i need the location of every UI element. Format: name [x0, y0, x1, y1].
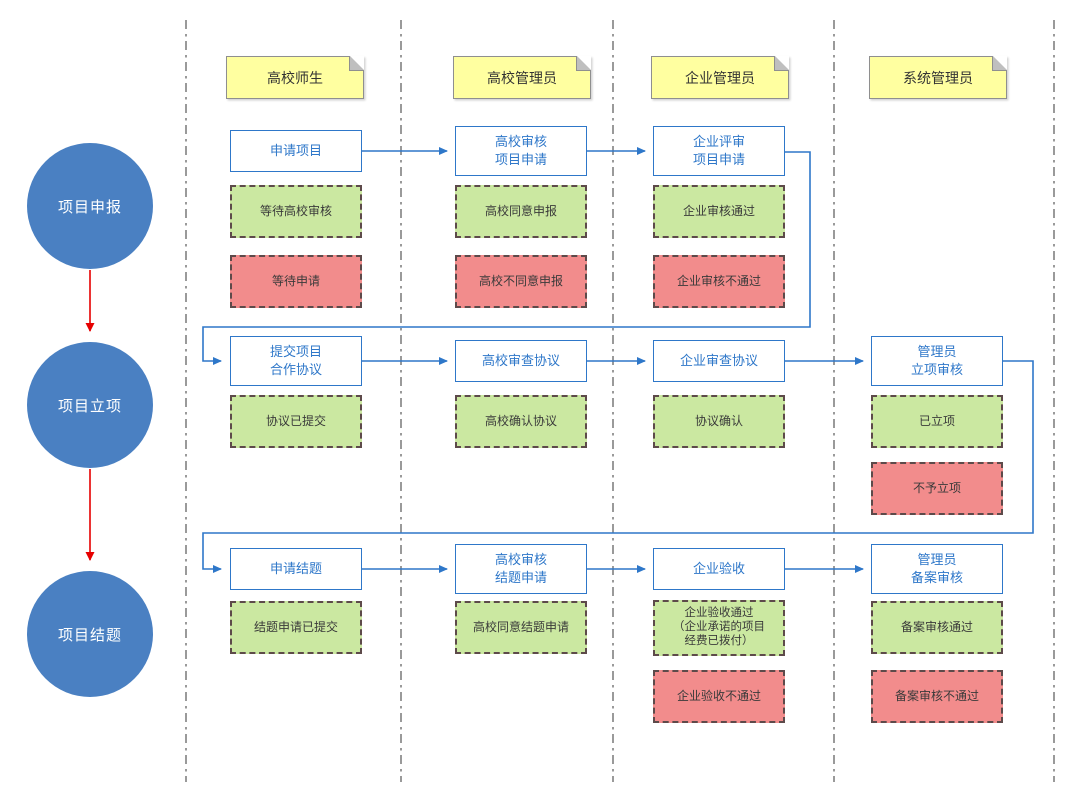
lane-header-label: 高校师生: [267, 69, 323, 86]
lane-header-label: 系统管理员: [903, 69, 973, 86]
process-box-university-review-agreement: 高校审查协议: [455, 340, 587, 382]
lane-divider-3: [612, 20, 614, 782]
lane-header-label: 企业管理员: [685, 69, 755, 86]
lane-divider-4: [833, 20, 835, 782]
folded-corner-icon: [774, 56, 789, 71]
lane-header-university-admin: 高校管理员: [453, 56, 591, 99]
folded-corner-icon: [576, 56, 591, 71]
process-box-enterprise-acceptance: 企业验收: [653, 548, 785, 590]
status-box-pass: 企业审核通过: [653, 185, 785, 238]
status-box-pass: 结题申请已提交: [230, 601, 362, 654]
process-box-university-review-application: 高校审核 项目申请: [455, 126, 587, 176]
status-box-fail: 备案审核不通过: [871, 670, 1003, 723]
process-box-admin-initiation-review: 管理员 立项审核: [871, 336, 1003, 386]
phase-label: 项目立项: [57, 397, 122, 415]
phase-circle-initiate: 项目立项: [27, 342, 153, 468]
lane-header-university-staff: 高校师生: [226, 56, 364, 99]
lane-divider-1: [185, 20, 187, 782]
status-box-fail: 高校不同意申报: [455, 255, 587, 308]
process-box-apply-conclusion: 申请结题: [230, 548, 362, 590]
status-box-fail: 企业验收不通过: [653, 670, 785, 723]
status-box-fail: 不予立项: [871, 462, 1003, 515]
status-box-pass: 等待高校审核: [230, 185, 362, 238]
lane-header-label: 高校管理员: [487, 69, 557, 86]
status-box-pass: 高校确认协议: [455, 395, 587, 448]
status-box-pass: 已立项: [871, 395, 1003, 448]
lane-divider-2: [400, 20, 402, 782]
process-box-enterprise-review-application: 企业评审 项目申请: [653, 126, 785, 176]
process-box-enterprise-review-agreement: 企业审查协议: [653, 340, 785, 382]
lane-header-system-admin: 系统管理员: [869, 56, 1007, 99]
process-box-admin-record-review: 管理员 备案审核: [871, 544, 1003, 594]
status-box-fail: 企业审核不通过: [653, 255, 785, 308]
status-box-pass: 高校同意申报: [455, 185, 587, 238]
process-box-university-review-conclusion: 高校审核 结题申请: [455, 544, 587, 594]
status-box-pass: 备案审核通过: [871, 601, 1003, 654]
phase-circle-conclude: 项目结题: [27, 571, 153, 697]
status-box-pass: 协议已提交: [230, 395, 362, 448]
folded-corner-icon: [992, 56, 1007, 71]
process-box-submit-cooperation-agreement: 提交项目 合作协议: [230, 336, 362, 386]
folded-corner-icon: [349, 56, 364, 71]
status-box-fail: 等待申请: [230, 255, 362, 308]
phase-circle-declare: 项目申报: [27, 143, 153, 269]
phase-label: 项目申报: [57, 198, 122, 216]
lane-divider-5: [1053, 20, 1055, 782]
process-box-apply-project: 申请项目: [230, 130, 362, 172]
status-box-pass: 协议确认: [653, 395, 785, 448]
status-box-pass: 企业验收通过 （企业承诺的项目 经费已拨付）: [653, 600, 785, 656]
lane-header-enterprise-admin: 企业管理员: [651, 56, 789, 99]
status-box-pass: 高校同意结题申请: [455, 601, 587, 654]
phase-label: 项目结题: [57, 626, 122, 644]
